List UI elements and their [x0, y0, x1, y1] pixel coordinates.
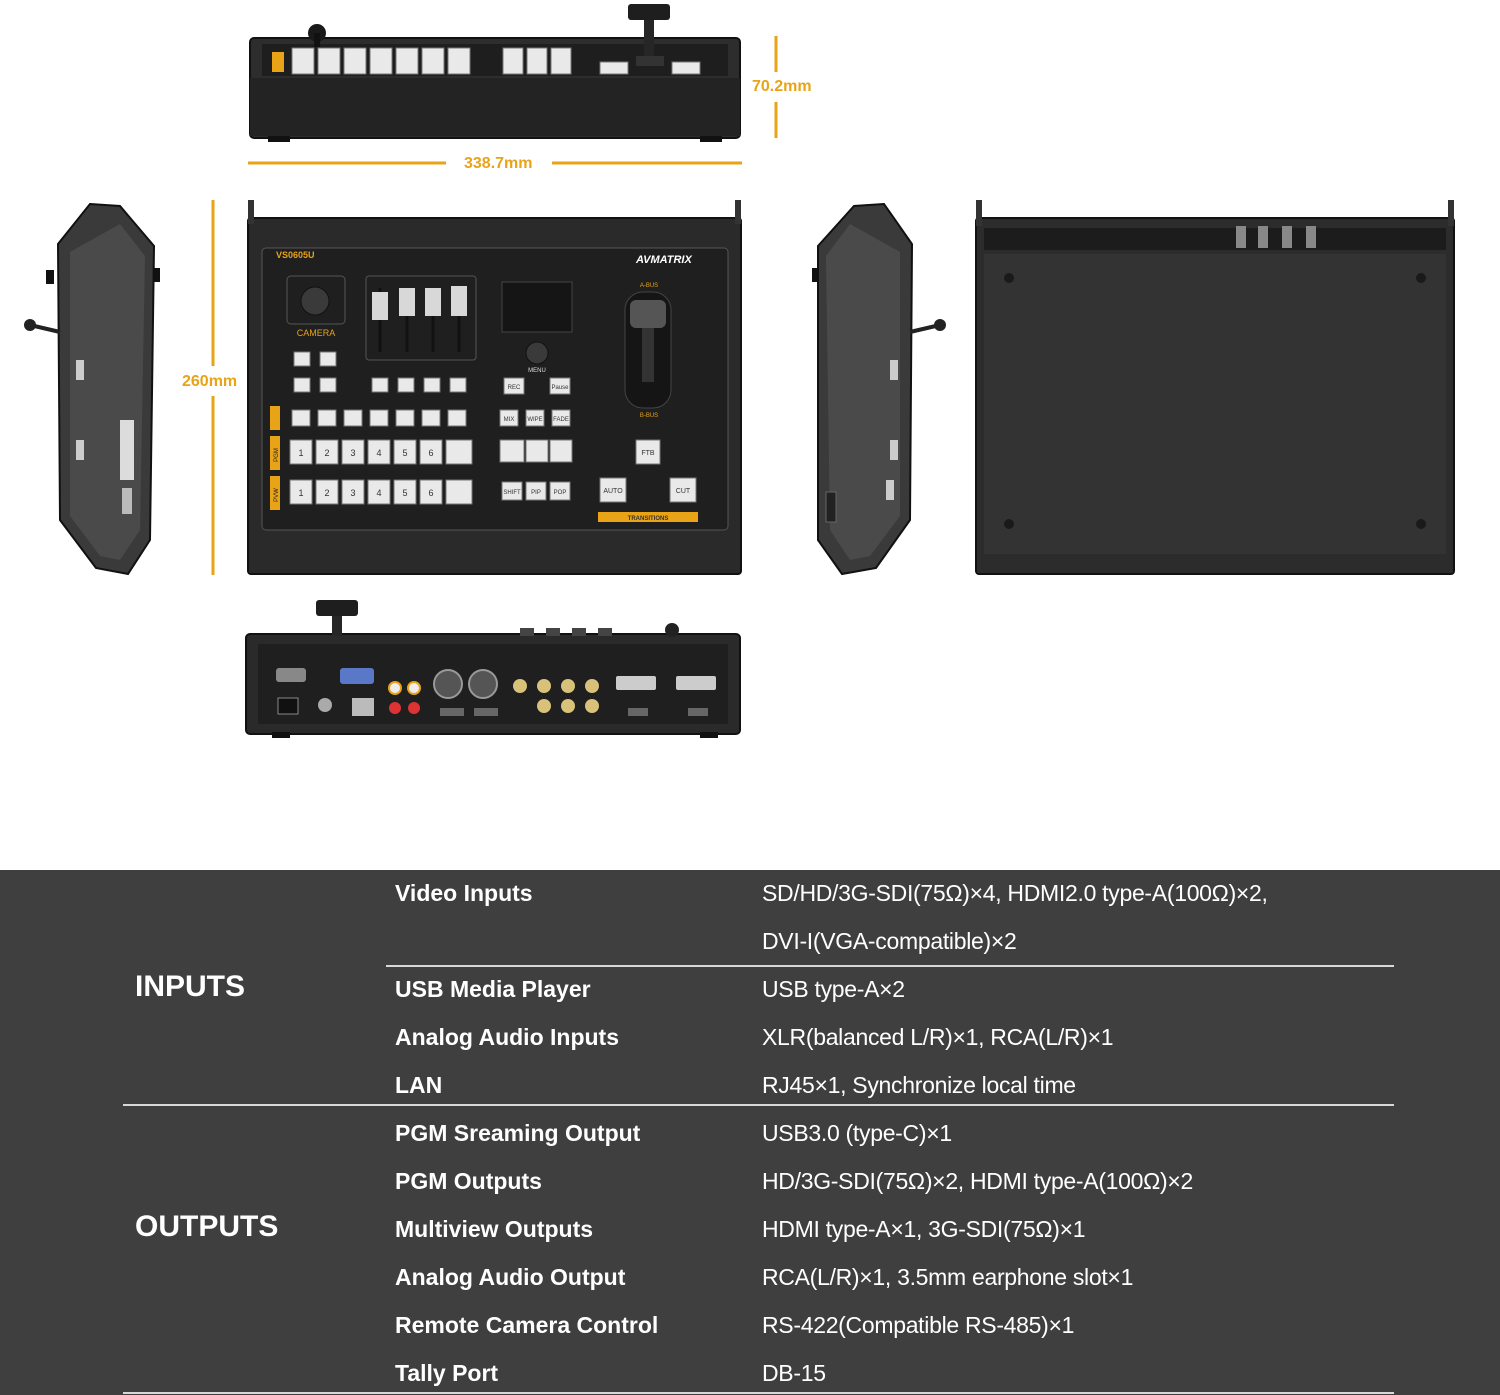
depth-dimension-label: 260mm [182, 373, 238, 390]
pvw-button-3: 3 [350, 488, 355, 498]
spec-label-lan: LAN [395, 1072, 443, 1098]
pvw-buttons: 1 2 3 4 5 6 [289, 479, 473, 505]
spec-value-multiview-outputs: HDMI type-A×1, 3G-SDI(75Ω)×1 [762, 1216, 1086, 1242]
spec-value-analog-audio-output: RCA(L/R)×1, 3.5mm earphone slot×1 [762, 1264, 1134, 1290]
shift-label: SHIFT [503, 490, 521, 496]
brand-logo-text: AVMATRIX [635, 254, 692, 266]
mix-label: MIX [504, 417, 515, 423]
spec-label-remote-camera-control: Remote Camera Control [395, 1312, 659, 1338]
auto-label: AUTO [603, 488, 623, 495]
spec-value-video-inputs-line2: DVI-I(VGA-compatible)×2 [762, 928, 1017, 954]
pvw-label: PVW [274, 488, 280, 502]
pvw-button-1: 1 [298, 488, 303, 498]
width-dimension-label: 338.7mm [464, 155, 533, 172]
spec-label-usb-media-player: USB Media Player [395, 976, 591, 1002]
spec-value-remote-camera-control: RS-422(Compatible RS-485)×1 [762, 1312, 1075, 1338]
pop-label: POP [554, 490, 567, 496]
transitions-label: TRANSITIONS [628, 516, 669, 522]
model-label: VS0605U [276, 250, 315, 260]
pvw-button-5: 5 [402, 488, 407, 498]
camera-label: CAMERA [297, 328, 336, 338]
pause-label: Pause [551, 385, 569, 391]
spec-label-analog-audio-output: Analog Audio Output [395, 1264, 626, 1290]
product-dimension-diagram: VS0605U AVMATRIX CAMERA [24, 4, 1455, 738]
menu-label: MENU [528, 368, 546, 374]
pip-label: PIP [531, 490, 541, 496]
pvw-button-2: 2 [324, 488, 329, 498]
pvw-button-6: 6 [428, 488, 433, 498]
pgm-button-3: 3 [350, 448, 355, 458]
pgm-button-5: 5 [402, 448, 407, 458]
spec-value-pgm-outputs: HD/3G-SDI(75Ω)×2, HDMI type-A(100Ω)×2 [762, 1168, 1194, 1194]
left-side-view [24, 202, 160, 576]
spec-value-analog-audio-inputs: XLR(balanced L/R)×1, RCA(L/R)×1 [762, 1024, 1114, 1050]
divider-section [123, 1104, 1394, 1106]
spec-value-tally-port: DB-15 [762, 1360, 826, 1386]
spec-label-multiview-outputs: Multiview Outputs [395, 1216, 594, 1242]
pgm-label: PGM [274, 448, 280, 462]
front-view [248, 4, 778, 165]
inputs-section-title: INPUTS [135, 970, 246, 1003]
outputs-section-title: OUTPUTS [135, 1210, 279, 1243]
spec-label-analog-audio-inputs: Analog Audio Inputs [395, 1024, 620, 1050]
pgm-buttons: 1 2 3 4 5 6 [289, 439, 473, 465]
rec-label: REC [508, 385, 521, 391]
top-view: VS0605U AVMATRIX CAMERA [211, 200, 742, 575]
a-bus-label: A-BUS [640, 283, 658, 289]
divider-inputs [386, 965, 1394, 967]
spec-value-video-inputs: SD/HD/3G-SDI(75Ω)×4, HDMI2.0 type-A(100Ω… [762, 880, 1268, 906]
product-views-illustration: VS0605U AVMATRIX CAMERA [24, 4, 1455, 738]
spec-label-video-inputs: Video Inputs [395, 880, 533, 906]
right-side-view [812, 202, 946, 576]
spec-table: INPUTS Video Inputs SD/HD/3G-SDI(75Ω)×4,… [0, 870, 1500, 1395]
divider-bottom [123, 1392, 1394, 1394]
spec-label-tally-port: Tally Port [395, 1360, 499, 1386]
ftb-label: FTB [641, 450, 655, 457]
pgm-button-1: 1 [298, 448, 303, 458]
spec-label-pgm-streaming-output: PGM Sreaming Output [395, 1120, 641, 1146]
rear-view [245, 600, 741, 738]
cut-label: CUT [676, 488, 691, 495]
pgm-button-6: 6 [428, 448, 433, 458]
fade-label: FADE [553, 417, 569, 423]
bottom-view [975, 200, 1455, 575]
wipe-label: WIPE [527, 417, 542, 423]
b-bus-label: B-BUS [640, 413, 658, 419]
pvw-button-4: 4 [376, 488, 381, 498]
pgm-button-4: 4 [376, 448, 381, 458]
height-dimension-label: 70.2mm [752, 78, 812, 95]
pgm-button-2: 2 [324, 448, 329, 458]
spec-value-usb-media-player: USB type-A×2 [762, 976, 905, 1002]
spec-label-pgm-outputs: PGM Outputs [395, 1168, 542, 1194]
spec-value-pgm-streaming-output: USB3.0 (type-C)×1 [762, 1120, 952, 1146]
spec-value-lan: RJ45×1, Synchronize local time [762, 1072, 1076, 1098]
